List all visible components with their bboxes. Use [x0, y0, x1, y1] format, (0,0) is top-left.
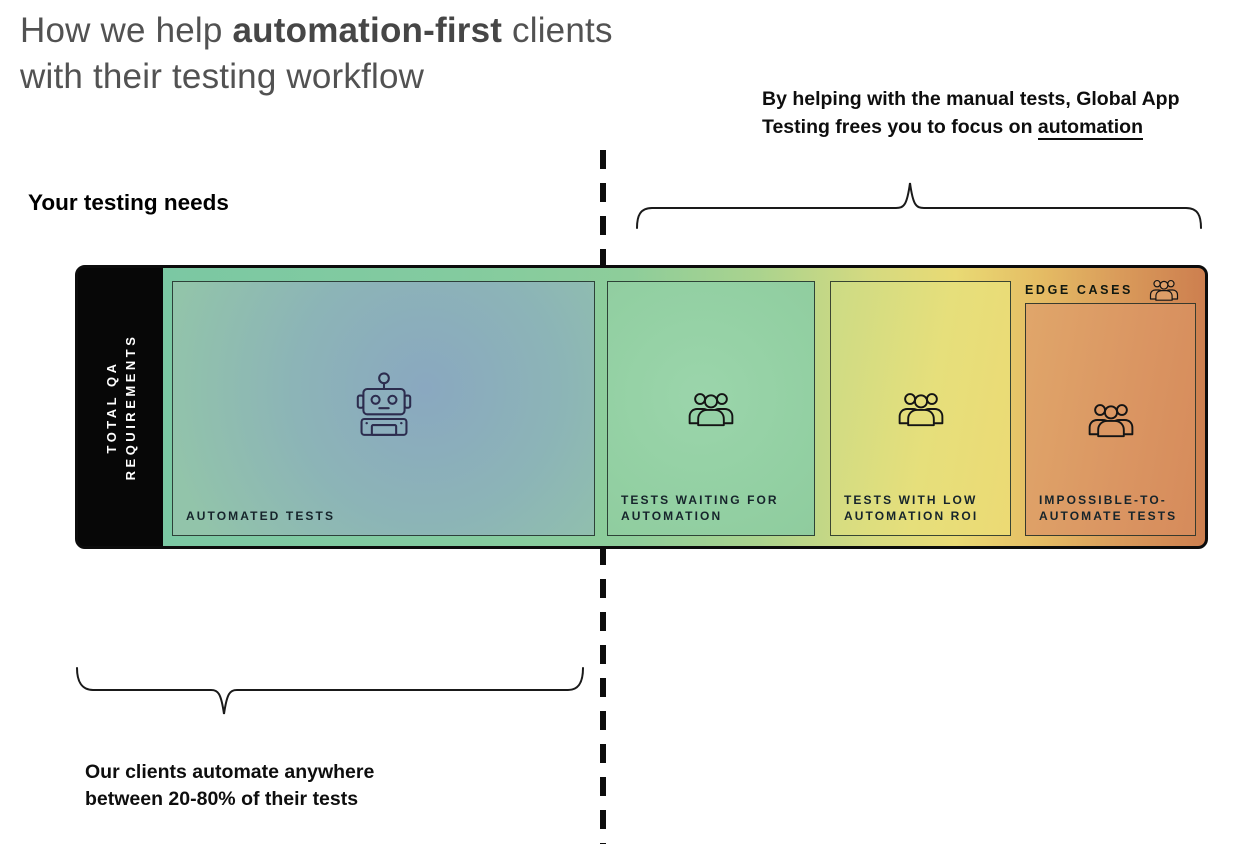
title-line1-bold: automation-first	[232, 11, 503, 50]
zone-impossible-to-automate: IMPOSSIBLE-TO- AUTOMATE TESTS	[1025, 303, 1196, 536]
zone-low-automation-roi: TESTS WITH LOW AUTOMATION ROI	[830, 281, 1011, 536]
automation-note-line1: Our clients automate anywhere	[85, 761, 375, 783]
qa-gradient-strip: AUTOMATED TESTS TESTS WAITING FOR AUTOMA…	[163, 268, 1205, 546]
automation-percentage-note: Our clients automate anywhere between 20…	[85, 759, 374, 813]
people-group-icon	[687, 390, 735, 428]
people-group-icon	[1149, 278, 1179, 302]
impossible-label: IMPOSSIBLE-TO- AUTOMATE TESTS	[1039, 493, 1178, 523]
qa-axis-label-line2: REQUIREMENTS	[122, 333, 138, 481]
automated-tests-label: AUTOMATED TESTS	[186, 508, 336, 523]
people-group-icon	[897, 390, 945, 428]
edge-cases-header: EDGE CASES	[1025, 277, 1196, 303]
qa-axis-panel: TOTAL QA REQUIREMENTS	[78, 268, 163, 546]
automation-underlined-word: automation	[1037, 115, 1144, 140]
automated-tests-brace	[76, 667, 584, 715]
tests-waiting-label: TESTS WAITING FOR AUTOMATION	[621, 493, 779, 523]
manual-tests-note: By helping with the manual tests, Global…	[762, 86, 1179, 141]
manual-note-line1: By helping with the manual tests, Global…	[762, 88, 1180, 110]
zone-tests-waiting: TESTS WAITING FOR AUTOMATION	[607, 281, 815, 536]
manual-note-line2: Testing frees you to focus on	[762, 115, 1038, 138]
qa-axis-label: TOTAL QA REQUIREMENTS	[102, 334, 140, 481]
title-line1-suffix: clients	[502, 11, 613, 50]
automation-note-line2: between 20-80% of their tests	[85, 788, 359, 810]
qa-requirements-bar: TOTAL QA REQUIREMENTS	[75, 265, 1208, 549]
zone-automated-tests: AUTOMATED TESTS	[172, 281, 595, 536]
page-title: How we help automation-first clients wit…	[20, 8, 613, 100]
edge-cases-label: EDGE CASES	[1025, 283, 1133, 297]
title-line2: with their testing workflow	[20, 57, 425, 96]
robot-icon	[355, 371, 413, 437]
qa-axis-label-line1: TOTAL QA	[103, 360, 119, 454]
title-line1-prefix: How we help	[20, 11, 233, 50]
people-group-icon	[1087, 401, 1135, 439]
manual-tests-brace	[636, 182, 1202, 229]
low-roi-label: TESTS WITH LOW AUTOMATION ROI	[844, 493, 979, 523]
testing-needs-heading: Your testing needs	[28, 190, 229, 215]
